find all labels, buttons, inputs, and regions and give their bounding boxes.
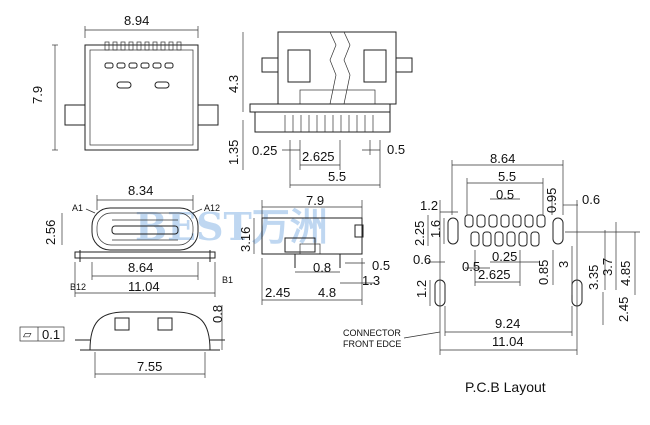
pcb-d16-label: 1.6 (428, 220, 443, 238)
pcb-d06b-label: 0.6 (413, 252, 431, 267)
pcb-layout-title: P.C.B Layout (465, 379, 546, 395)
connector-label-line1: CONNECTOR (343, 328, 401, 338)
pcb-d485-label: 4.85 (618, 261, 633, 286)
profile-d13-label: 1.3 (362, 273, 380, 288)
front-h-label: 2.56 (43, 220, 58, 245)
side-d5-label: 0.5 (387, 142, 405, 157)
pcb-d085-label: 0.85 (536, 260, 551, 285)
side-d1-label: 4.3 (226, 75, 241, 93)
front-w-mid-label: 8.64 (128, 260, 153, 275)
pcb-d12b-label: 1.2 (414, 280, 429, 298)
flatness-symbol: ▱ (23, 329, 32, 341)
profile-d05-label: 0.5 (372, 258, 390, 273)
pcb-w1104-label: 11.04 (492, 334, 524, 349)
front-w-outer-label: 11.04 (128, 279, 160, 294)
pcb-d025-label: 0.25 (492, 249, 517, 264)
pcb-w924-label: 9.24 (495, 316, 520, 331)
connector-label-line2: FRONT EDCE (343, 339, 401, 349)
pin-a12-label: A12 (204, 203, 220, 213)
profile-len-label: 7.9 (306, 193, 324, 208)
top-height-label: 7.9 (30, 86, 45, 104)
pcb-w55-label: 5.5 (498, 169, 516, 184)
side-view: 4.3 1.35 0.25 2.625 0.5 5.5 (226, 31, 413, 188)
bottom-view: ▱ 0.1 0.8 7.55 (19, 305, 225, 378)
pcb-d245-label: 2.45 (616, 297, 631, 322)
pcb-d095-label: 0.95 (544, 188, 559, 213)
side-d6-label: 5.5 (328, 169, 346, 184)
profile-view: 7.9 3.16 0.8 0.5 1.3 2.45 4.8 (238, 193, 390, 305)
pcb-d3-label: 3 (556, 261, 571, 268)
side-d3-label: 0.25 (252, 143, 277, 158)
profile-h-label: 3.16 (238, 227, 253, 252)
pin-a1-label: A1 (72, 203, 83, 213)
profile-d245-label: 2.45 (265, 285, 290, 300)
side-d4-label: 2.625 (302, 149, 335, 164)
pin-b1-label: B1 (222, 275, 233, 285)
profile-d48-label: 4.8 (318, 285, 336, 300)
flatness-label: 0.1 (42, 327, 60, 342)
pcb-d05a-label: 0.5 (496, 187, 514, 202)
pcb-d37-label: 3.7 (600, 258, 615, 276)
top-view: 8.94 7.9 (30, 13, 219, 151)
profile-d08-label: 0.8 (313, 260, 331, 275)
front-view: A1 A12 B12 B1 8.34 2.56 8.64 11.04 (43, 183, 233, 297)
pcb-w864-label: 8.64 (490, 151, 515, 166)
pcb-d2625-label: 2.625 (478, 267, 511, 282)
pcb-layout: 8.64 5.5 0.5 0.95 0.6 1.2 2.25 1.6 0.25 … (343, 151, 640, 395)
front-w-inner-label: 8.34 (128, 183, 153, 198)
pcb-d335-label: 3.35 (586, 265, 601, 290)
bottom-width-label: 7.55 (137, 359, 162, 374)
pin-b12-label: B12 (70, 282, 86, 292)
top-width-label: 8.94 (124, 13, 149, 28)
pcb-d12a-label: 1.2 (420, 198, 438, 213)
pcb-d225-label: 2.25 (412, 221, 427, 246)
pcb-d06a-label: 0.6 (582, 192, 600, 207)
pcb-d05b-label: 0.5 (462, 259, 480, 274)
bottom-d08-label: 0.8 (210, 305, 225, 323)
side-d2-label: 1.35 (226, 140, 241, 165)
